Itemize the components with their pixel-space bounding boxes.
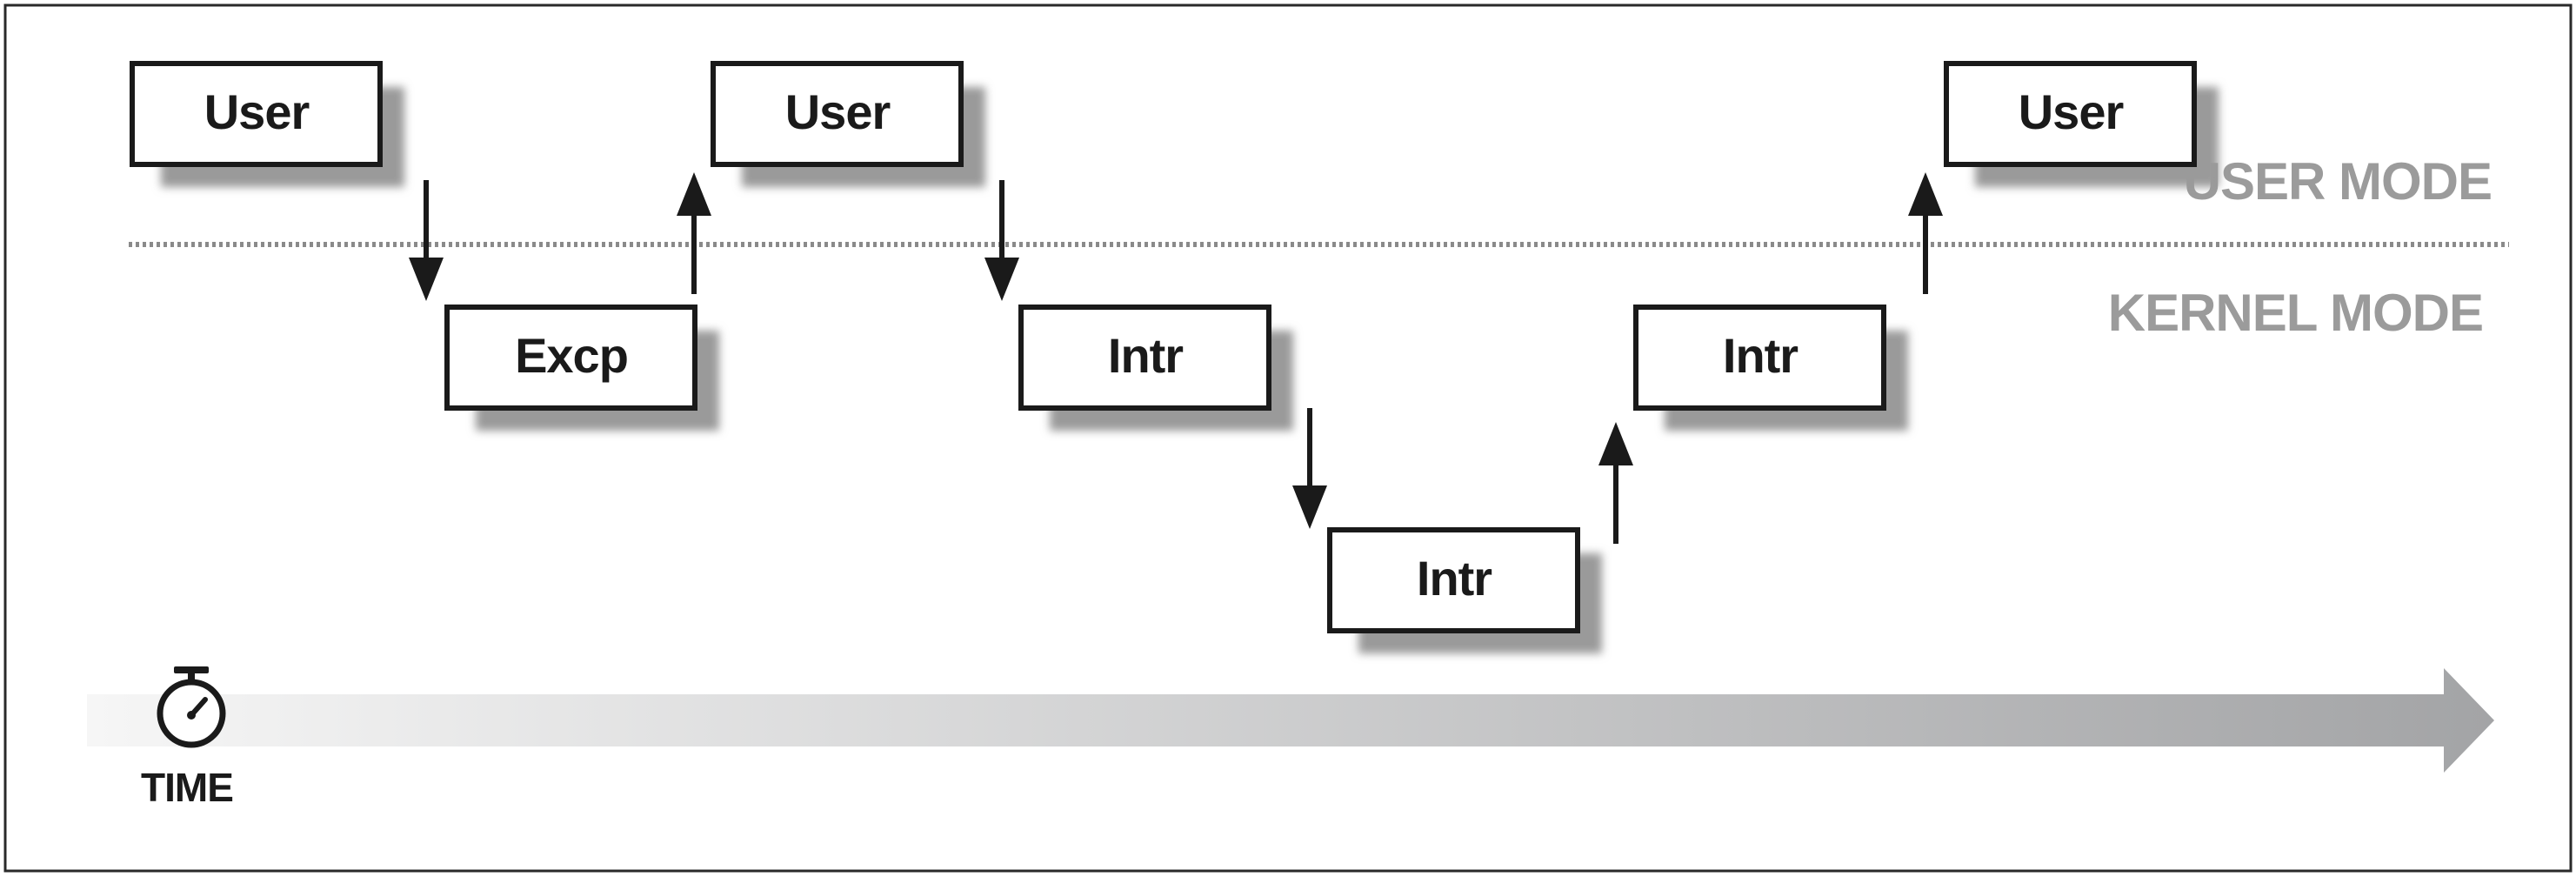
arrowhead-up (1908, 172, 1943, 216)
arrow-intr2-to-intr3 (1598, 422, 1633, 544)
box-frame (444, 305, 697, 411)
box-frame (1633, 305, 1886, 411)
arrowhead-down (984, 258, 1019, 301)
box-frame (1018, 305, 1271, 411)
user-mode-label: USER MODE (2184, 152, 2492, 211)
arrow-intr1-to-intr2 (1292, 408, 1327, 529)
box-label: Excp (515, 328, 628, 383)
box-intr-2: Intr (1327, 527, 1602, 653)
time-label: TIME (141, 765, 233, 810)
box-frame (1944, 61, 2197, 167)
arrowhead-up (677, 172, 711, 216)
stopwatch-icon (157, 666, 226, 748)
box-frame (1327, 527, 1580, 633)
time-arrow (87, 668, 2494, 773)
box-label: Intr (1723, 328, 1798, 383)
box-frame (711, 61, 964, 167)
box-frame (130, 61, 383, 167)
kernel-mode-label: KERNEL MODE (2108, 284, 2483, 342)
box-excp: Excp (444, 305, 719, 431)
arrow-user2-to-intr1 (984, 180, 1019, 301)
box-user-1: User (130, 61, 404, 187)
box-label: User (204, 84, 310, 139)
arrowhead-up (1598, 422, 1633, 465)
arrowhead-down (409, 258, 444, 301)
box-label: Intr (1108, 328, 1183, 383)
arrow-user1-to-excp (409, 180, 444, 301)
arrow-excp-to-user2 (677, 172, 711, 294)
arrowhead-down (1292, 485, 1327, 529)
box-intr-1: Intr (1018, 305, 1293, 431)
box-user-2: User (711, 61, 985, 187)
box-label: Intr (1417, 551, 1492, 606)
box-user-3: User (1944, 61, 2219, 187)
box-label: User (785, 84, 891, 139)
box-label: User (2019, 84, 2124, 139)
box-intr-3: Intr (1633, 305, 1908, 431)
arrow-intr3-to-user3 (1908, 172, 1943, 294)
